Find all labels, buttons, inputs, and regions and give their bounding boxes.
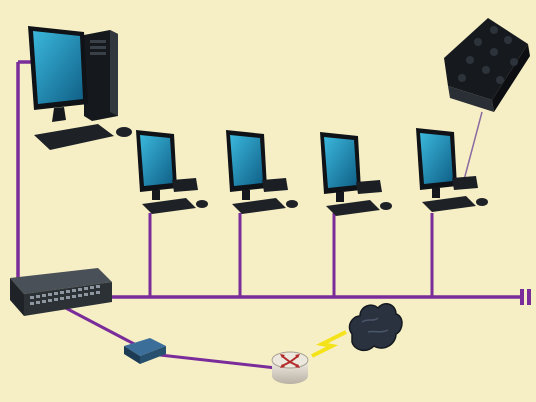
network-switch-icon	[10, 268, 112, 316]
server-workstation-icon	[28, 26, 132, 150]
client-computer-icon	[320, 132, 392, 216]
client-computer-icon	[136, 130, 208, 214]
client-computer-icon	[416, 128, 488, 212]
thin-client-cable	[463, 111, 483, 181]
switch-to-modem-cable	[59, 303, 139, 348]
wireless-link-icon	[311, 330, 347, 358]
router-icon	[271, 351, 309, 384]
thin-client-box-icon	[444, 18, 530, 112]
internet-cloud-icon	[348, 303, 403, 352]
modem-to-router-cable	[159, 353, 277, 370]
network-cables	[16, 60, 522, 370]
line-terminator-icon	[520, 289, 531, 305]
client-computer-icon	[226, 130, 298, 214]
modem-icon	[124, 338, 166, 364]
